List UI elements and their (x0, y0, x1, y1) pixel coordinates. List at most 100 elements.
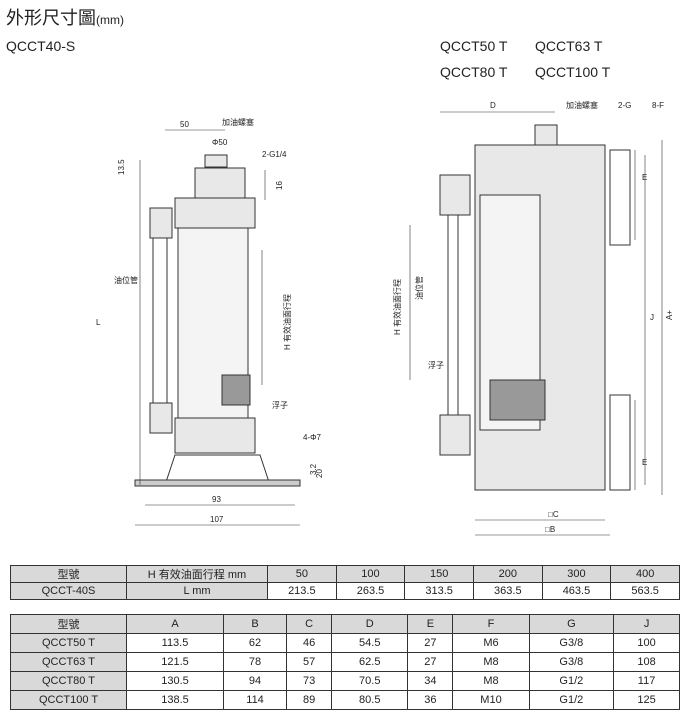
cell: B (223, 614, 288, 634)
cell: 114 (223, 690, 288, 710)
svg-text:□B: □B (545, 525, 555, 534)
stroke-length-table: 型號 H 有效油面行程 mm 50 100 150 200 300 400 QC… (10, 565, 680, 600)
cell: 363.5 (472, 582, 543, 600)
cell: 62 (223, 633, 288, 653)
svg-text:L: L (96, 318, 101, 327)
model-80: QCCT80 T (440, 64, 508, 80)
svg-text:50: 50 (180, 120, 189, 129)
cell: QCCT80 T (10, 671, 127, 691)
svg-text:H 有效油面行程: H 有效油面行程 (392, 279, 402, 335)
cell: F (452, 614, 530, 634)
svg-text:107: 107 (210, 515, 224, 524)
svg-text:油位管: 油位管 (414, 276, 424, 300)
cell: M10 (452, 690, 530, 710)
cell: E (407, 614, 454, 634)
svg-text:A+: A+ (665, 310, 674, 320)
svg-text:D: D (490, 101, 496, 110)
drawing-right: D 加油螺塞 2-G 8-F A+ E J H 有效油面行程 油位管 浮子 E … (392, 100, 674, 536)
cell: 138.5 (125, 690, 225, 710)
table-header-row: 型號 H 有效油面行程 mm 50 100 150 200 300 400 (10, 565, 680, 583)
cell: 400 (610, 565, 680, 583)
cell: QCCT63 T (10, 652, 127, 672)
svg-text:4-Φ7: 4-Φ7 (303, 433, 321, 442)
cell: 563.5 (610, 582, 680, 600)
svg-text:加油螺塞: 加油螺塞 (566, 100, 598, 110)
cell: 54.5 (331, 633, 409, 653)
cell: J (613, 614, 680, 634)
cell: G3/8 (528, 633, 615, 653)
cell: 130.5 (125, 671, 225, 691)
cell: 463.5 (541, 582, 612, 600)
cell: QCCT50 T (10, 633, 127, 653)
cell: A (125, 614, 225, 634)
cell: D (331, 614, 409, 634)
page-title: 外形尺寸圖(mm) (6, 8, 124, 28)
cell: 型號 (10, 614, 127, 634)
cell: 36 (407, 690, 454, 710)
svg-text:16: 16 (275, 181, 284, 190)
cell: 27 (407, 633, 454, 653)
cell: 125 (613, 690, 680, 710)
cell: 94 (223, 671, 288, 691)
cell: 117 (613, 671, 680, 691)
cell: 313.5 (404, 582, 474, 600)
cell: 57 (286, 652, 333, 672)
svg-text:E: E (642, 173, 647, 182)
cell: 89 (286, 690, 333, 710)
cell: M6 (452, 633, 530, 653)
cell: QCCT-40S (10, 582, 127, 600)
cell: M8 (452, 671, 530, 691)
svg-text:2-G1/4: 2-G1/4 (262, 150, 287, 159)
cell: 113.5 (125, 633, 225, 653)
svg-text:加油螺塞: 加油螺塞 (222, 117, 254, 127)
cell: G3/8 (528, 652, 615, 672)
cell: 200 (472, 565, 543, 583)
svg-text:E: E (642, 458, 647, 467)
cell: 80.5 (331, 690, 409, 710)
cell: 263.5 (335, 582, 406, 600)
cell: 70.5 (331, 671, 409, 691)
cell: 46 (286, 633, 333, 653)
cell: 300 (541, 565, 612, 583)
cell: 50 (267, 565, 337, 583)
model-100: QCCT100 T (535, 64, 611, 80)
svg-text:□C: □C (548, 510, 559, 519)
cell: L mm (126, 582, 268, 600)
svg-text:8-F: 8-F (652, 101, 664, 110)
cell: G1/2 (528, 671, 615, 691)
svg-text:93: 93 (212, 495, 221, 504)
cell: C (286, 614, 333, 634)
model-50: QCCT50 T (440, 38, 508, 54)
svg-text:H 有效油面行程: H 有效油面行程 (282, 294, 292, 350)
svg-text:浮子: 浮子 (428, 360, 444, 370)
cell: G1/2 (528, 690, 615, 710)
drawing-left: 50 Φ50 加油螺塞 2-G1/4 13.5 16 油位管 L H 有效油面行… (96, 117, 324, 526)
cell: 73 (286, 671, 333, 691)
svg-text:Φ50: Φ50 (212, 138, 228, 147)
cell: H 有效油面行程 mm (126, 565, 268, 583)
cell: G (528, 614, 615, 634)
svg-text:2-G: 2-G (618, 101, 631, 110)
cell: M8 (452, 652, 530, 672)
cell: 62.5 (331, 652, 409, 672)
svg-text:3.2: 3.2 (309, 463, 318, 475)
cell: 型號 (10, 565, 127, 583)
svg-text:13.5: 13.5 (117, 159, 126, 175)
cell: QCCT100 T (10, 690, 127, 710)
model-63: QCCT63 T (535, 38, 603, 54)
cell: 27 (407, 652, 454, 672)
svg-text:20: 20 (315, 469, 324, 478)
cell: 100 (613, 633, 680, 653)
cell: 78 (223, 652, 288, 672)
model-left: QCCT40-S (6, 38, 76, 54)
svg-text:油位管: 油位管 (114, 275, 138, 285)
cell: 100 (335, 565, 406, 583)
cell: 34 (407, 671, 454, 691)
